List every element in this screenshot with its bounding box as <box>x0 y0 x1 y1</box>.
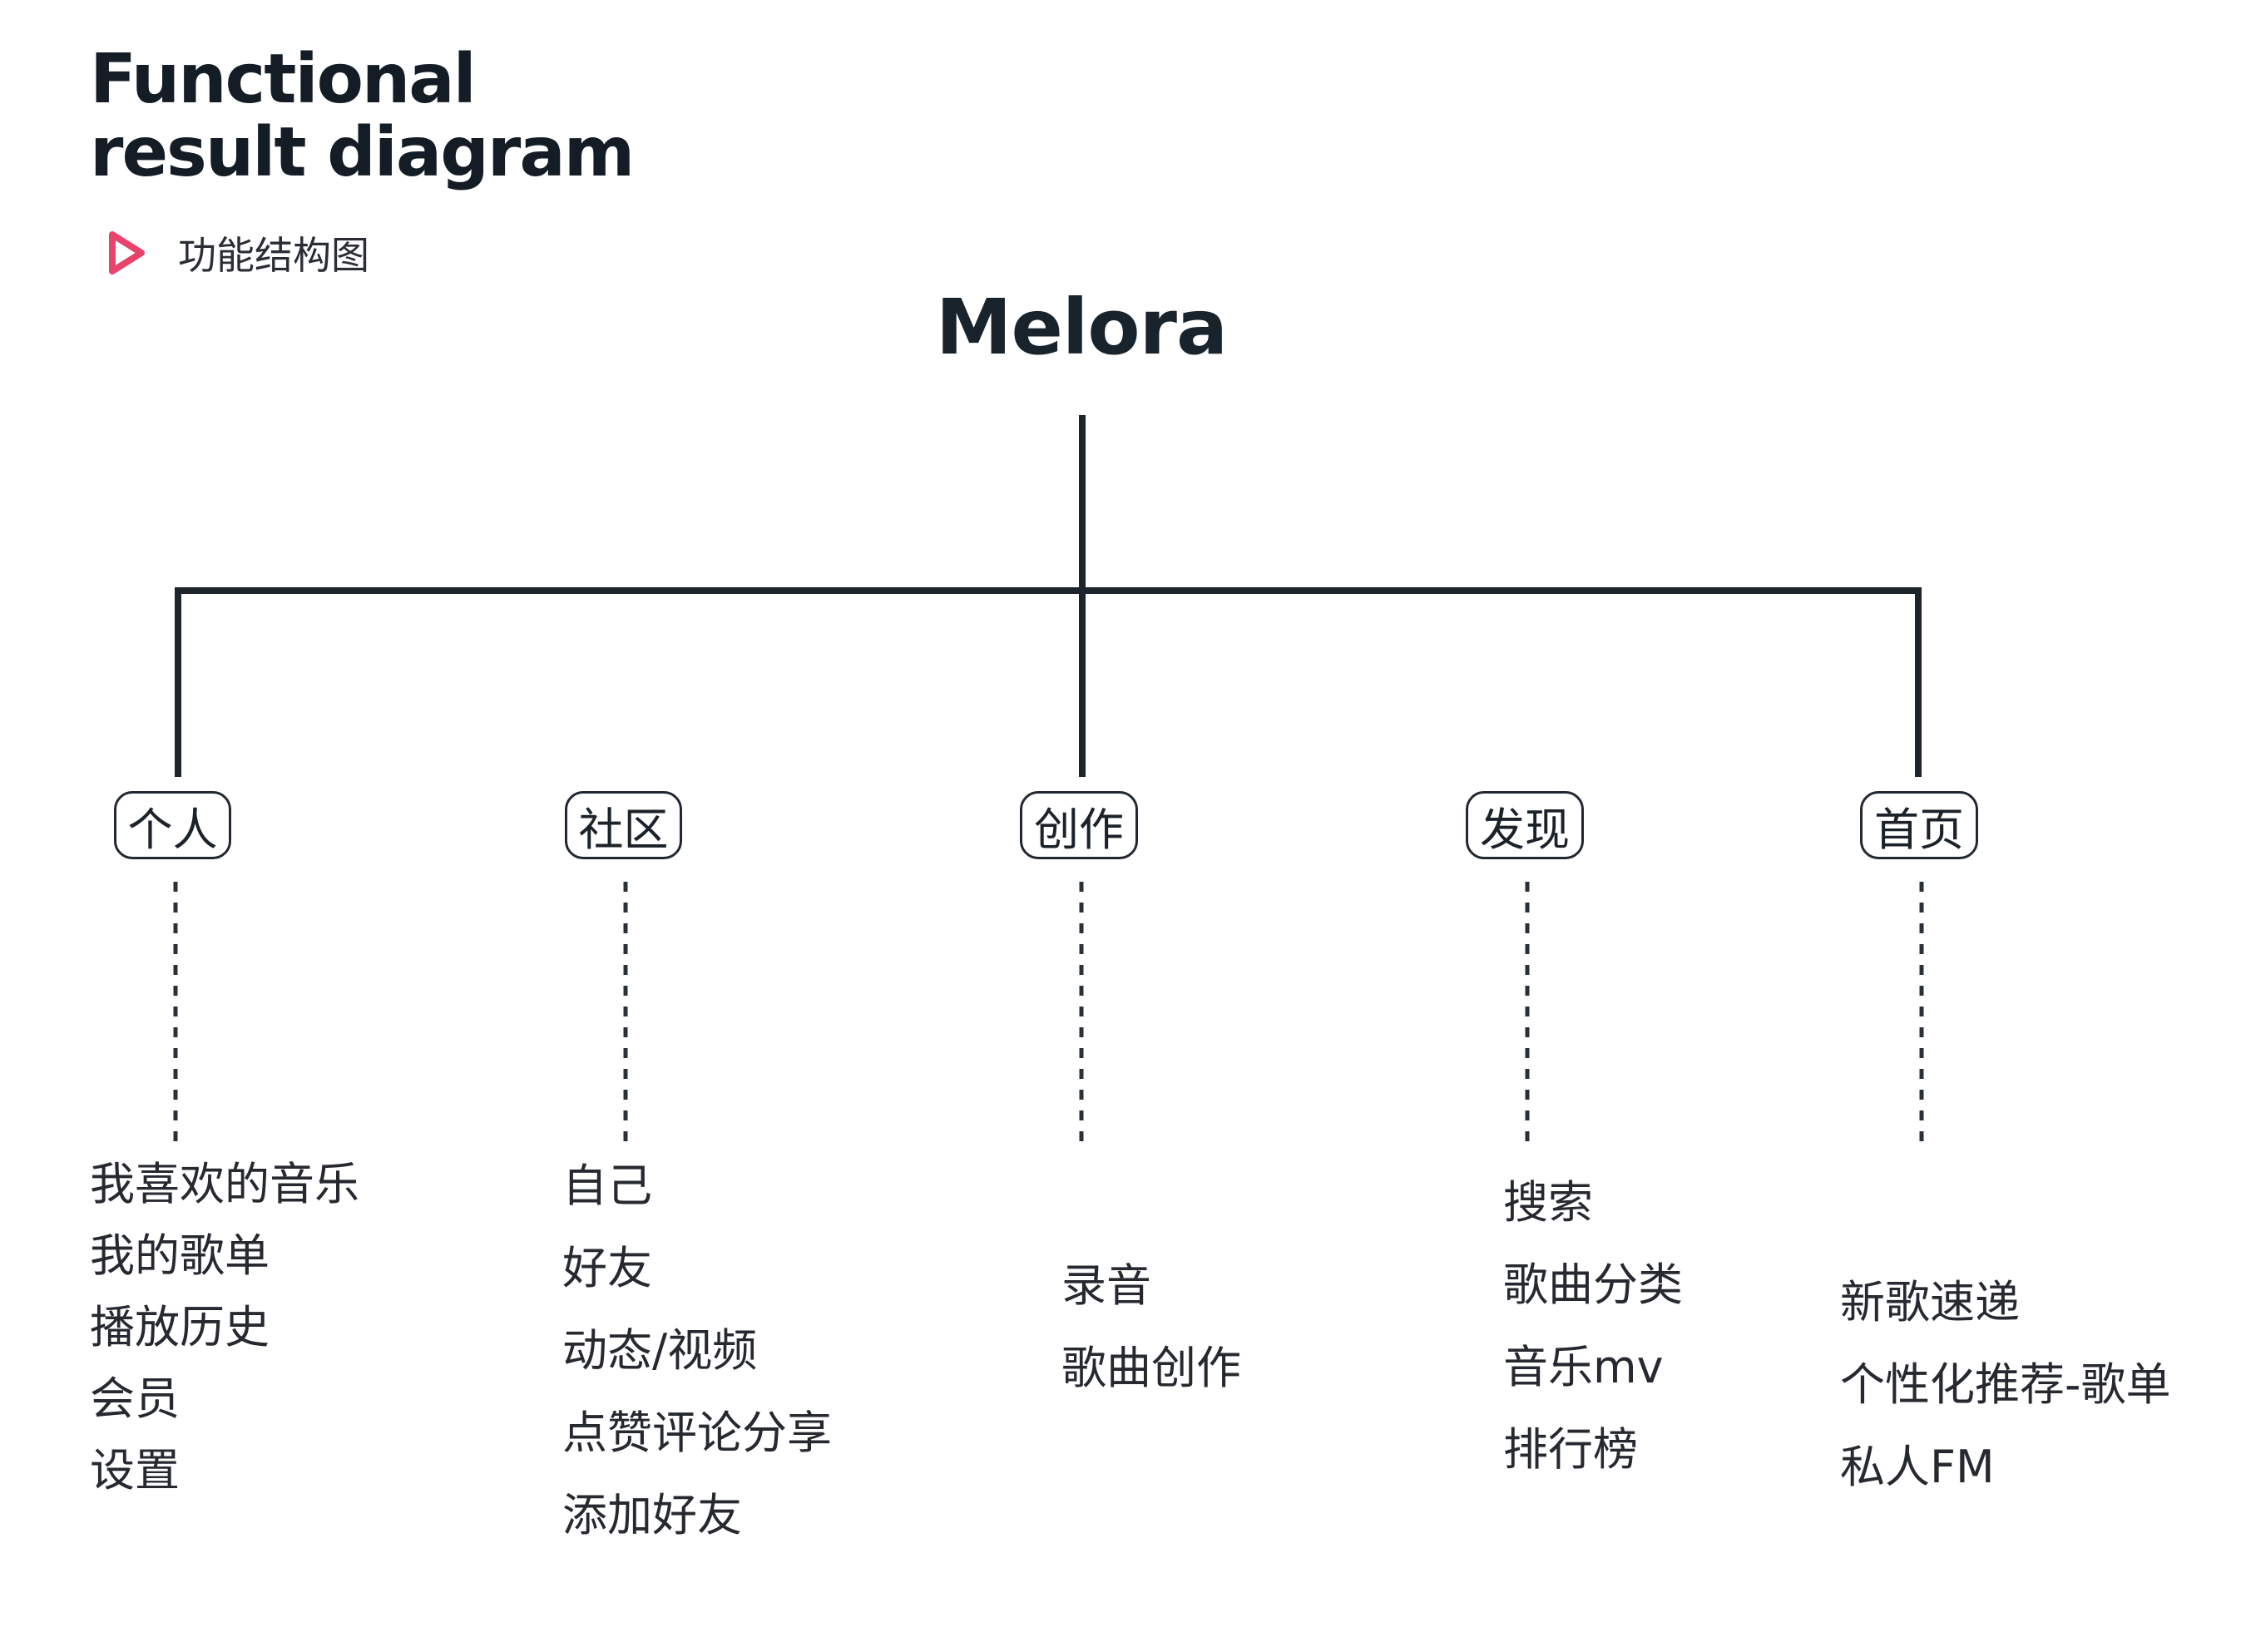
list-item: 私人FM <box>1840 1441 1995 1493</box>
leaf-list-personal: 我喜欢的音乐 我的歌单 播放历史 会员 设置 <box>90 1158 359 1516</box>
list-item: 动态/视频 <box>562 1324 758 1377</box>
list-item: 设置 <box>90 1444 180 1496</box>
branch-node-personal: 个人 <box>114 791 231 859</box>
list-item: 会员 <box>90 1373 180 1425</box>
branch-node-home: 首页 <box>1860 791 1978 859</box>
list-item: 添加好友 <box>562 1489 742 1541</box>
solid-connectors <box>175 415 1922 777</box>
list-item: 排行榜 <box>1503 1423 1638 1476</box>
leaf-list-community: 自己 好友 动态/视频 点赞评论分享 添加好友 <box>562 1160 832 1571</box>
list-item: 搜索 <box>1503 1176 1593 1229</box>
list-item: 点赞评论分享 <box>562 1407 832 1459</box>
list-item: 歌曲创作 <box>1061 1342 1241 1394</box>
title-line-2: result diagram <box>90 113 635 192</box>
page-title: Functional result diagram <box>90 40 635 192</box>
subtitle-row: 功能结构图 <box>105 226 369 279</box>
branch-node-discover: 发现 <box>1466 791 1584 859</box>
leaf-list-discover: 搜索 歌曲分类 音乐mv 排行榜 <box>1503 1176 1683 1506</box>
title-line-1: Functional <box>90 40 477 119</box>
branch-node-community: 社区 <box>565 791 682 859</box>
play-outline-icon <box>105 228 148 278</box>
list-item: 好友 <box>562 1242 652 1294</box>
dashed-connectors <box>173 882 1924 1148</box>
root-node-label: Melora <box>935 283 1228 372</box>
list-item: 音乐mv <box>1503 1341 1664 1393</box>
list-item: 播放历史 <box>90 1301 270 1353</box>
diagram-subtitle: 功能结构图 <box>178 233 369 278</box>
list-item: 我的歌单 <box>90 1229 270 1282</box>
list-item: 歌曲分类 <box>1503 1259 1683 1311</box>
list-item: 个性化推荐-歌单 <box>1840 1358 2171 1411</box>
list-item: 我喜欢的音乐 <box>90 1158 359 1210</box>
leaf-list-create: 录音 歌曲创作 <box>1061 1259 1241 1424</box>
branch-node-create: 创作 <box>1020 791 1138 859</box>
list-item: 自己 <box>562 1160 652 1212</box>
leaf-list-home: 新歌速递 个性化推荐-歌单 私人FM <box>1840 1276 2171 1523</box>
list-item: 新歌速递 <box>1840 1276 2020 1328</box>
list-item: 录音 <box>1061 1259 1151 1312</box>
